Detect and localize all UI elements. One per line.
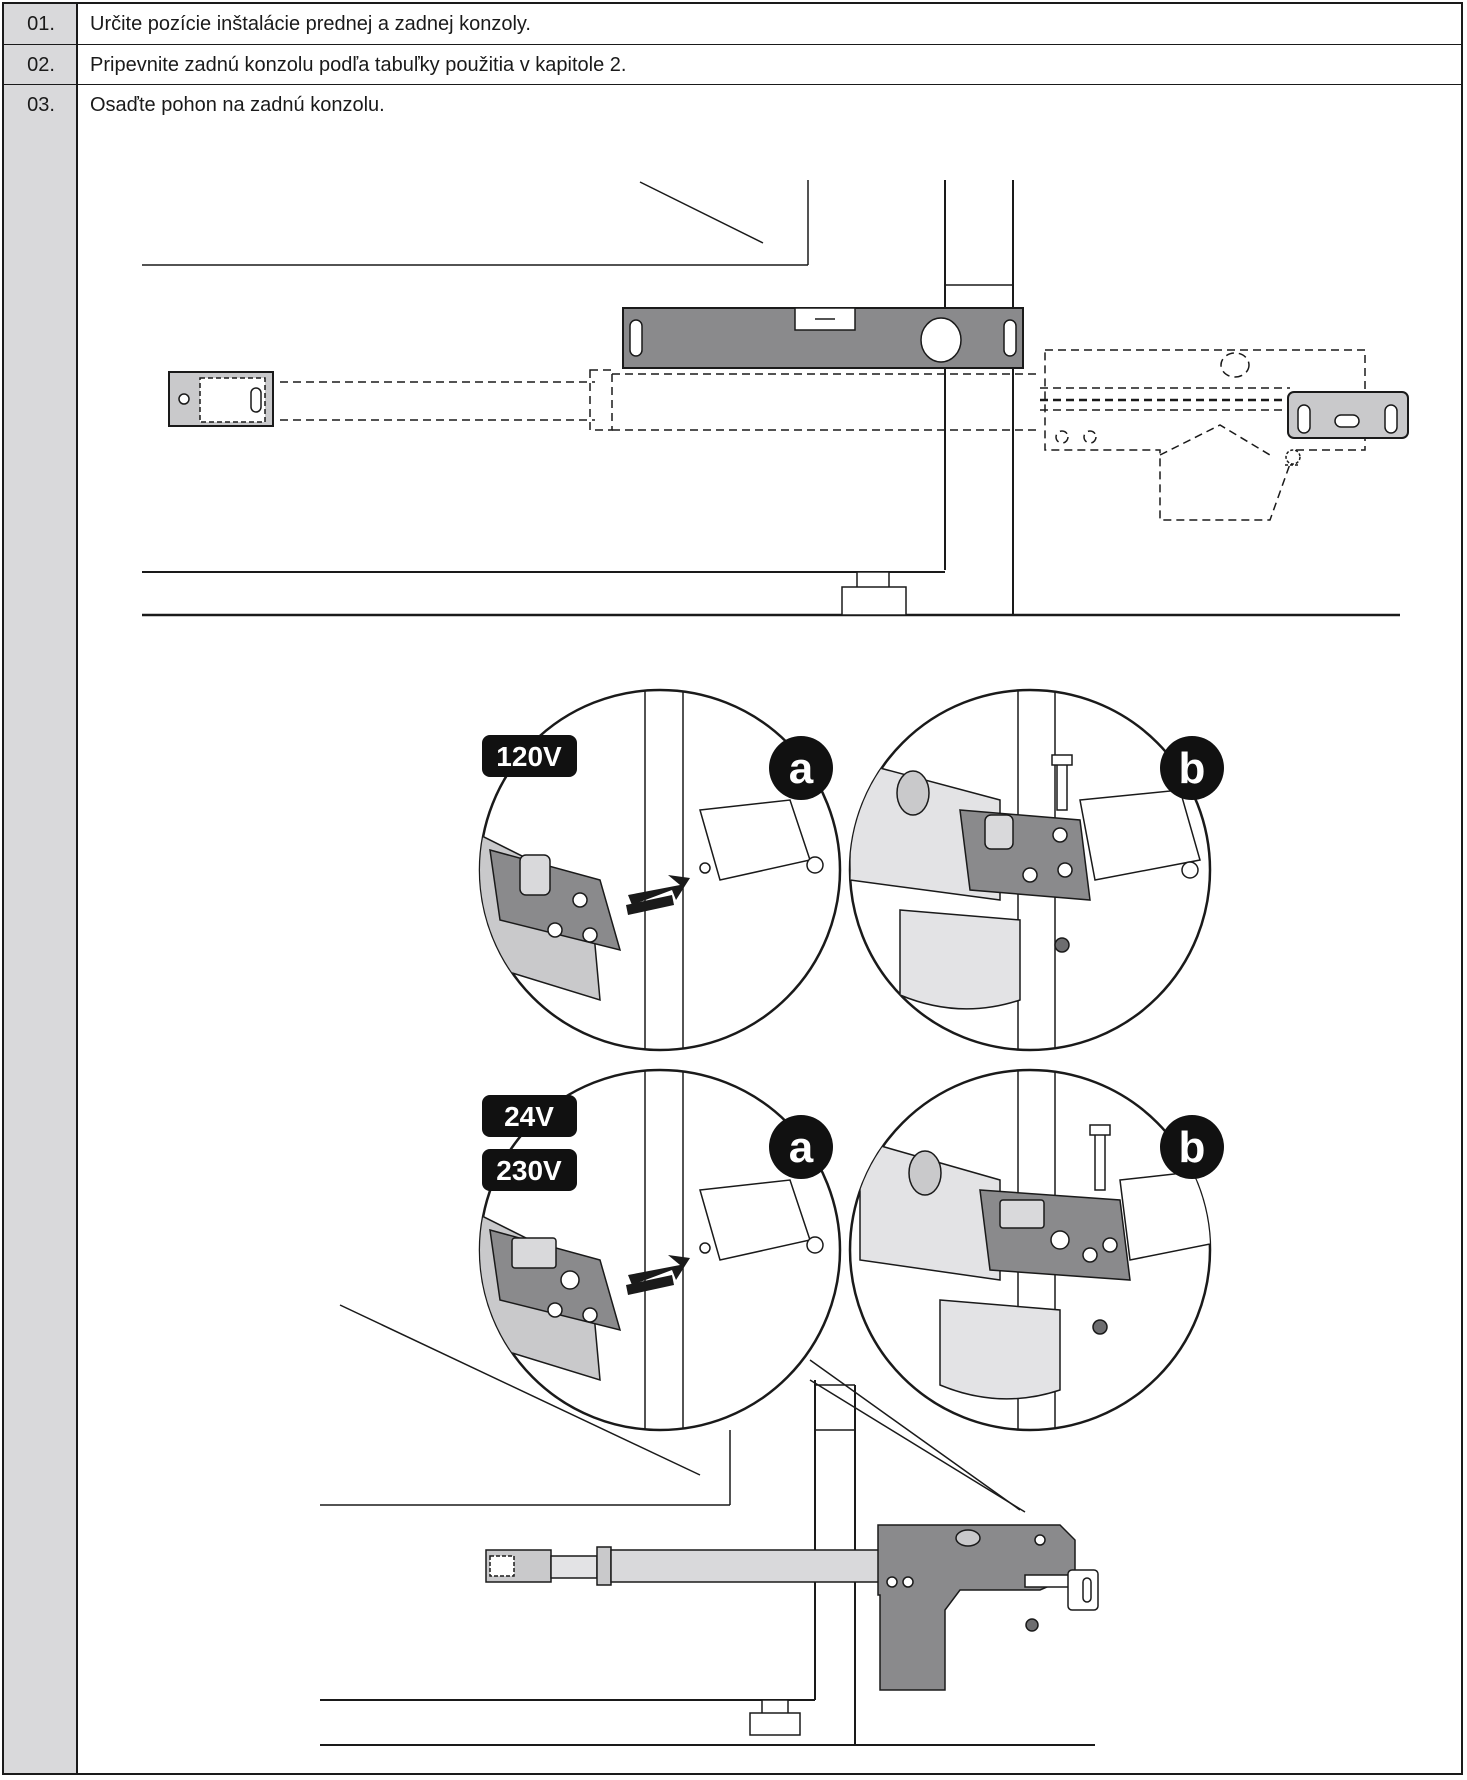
svg-text:b: b [1179, 1123, 1206, 1172]
overview-diagram [142, 180, 1400, 617]
voltage-badge-230v: 230V [482, 1149, 577, 1191]
detail-120v-step-b [848, 688, 1212, 1052]
svg-text:230V: 230V [496, 1155, 562, 1186]
step-row-1: 01. Určite pozície inštalácie prednej a … [4, 4, 1461, 45]
step-number: 02. [27, 54, 55, 76]
actuator [485, 1524, 1099, 1691]
svg-text:120V: 120V [496, 741, 562, 772]
svg-text:a: a [789, 744, 814, 793]
alignment-lines [280, 349, 1366, 521]
step-number: 03. [27, 94, 55, 116]
installed-actuator-diagram [320, 1304, 1095, 1746]
svg-text:24V: 24V [504, 1101, 554, 1132]
voltage-badge-24v: 24V [482, 1095, 577, 1137]
step-label-b-top: b [1160, 736, 1224, 800]
voltage-badge-120v: 120V [482, 735, 577, 777]
rear-bracket [1285, 391, 1409, 466]
step-row-3: 03. Osaďte pohon na zadnú konzolu. [4, 85, 1461, 125]
push-arrow-icon [626, 875, 690, 915]
step-label-b-bottom: b [1160, 1115, 1224, 1179]
detail-120v-step-a [478, 688, 842, 1052]
step-text: Pripevnite zadnú konzolu podľa tabuľky p… [90, 54, 627, 76]
step-text: Osaďte pohon na zadnú konzolu. [90, 94, 385, 116]
spirit-level [622, 307, 1024, 369]
svg-text:b: b [1179, 744, 1206, 793]
step-row-2: 02. Pripevnite zadnú konzolu podľa tabuľ… [4, 45, 1461, 85]
step-label-a-top: a [769, 736, 833, 800]
step-text: Určite pozície inštalácie prednej a zadn… [90, 13, 531, 35]
step-number: 01. [27, 13, 55, 35]
front-bracket [168, 371, 274, 427]
step-label-a-bottom: a [769, 1115, 833, 1179]
step-number-column [4, 4, 78, 1773]
detail-24v-230v-step-b [848, 1068, 1212, 1432]
svg-text:a: a [789, 1123, 814, 1172]
push-arrow-icon [626, 1255, 690, 1295]
